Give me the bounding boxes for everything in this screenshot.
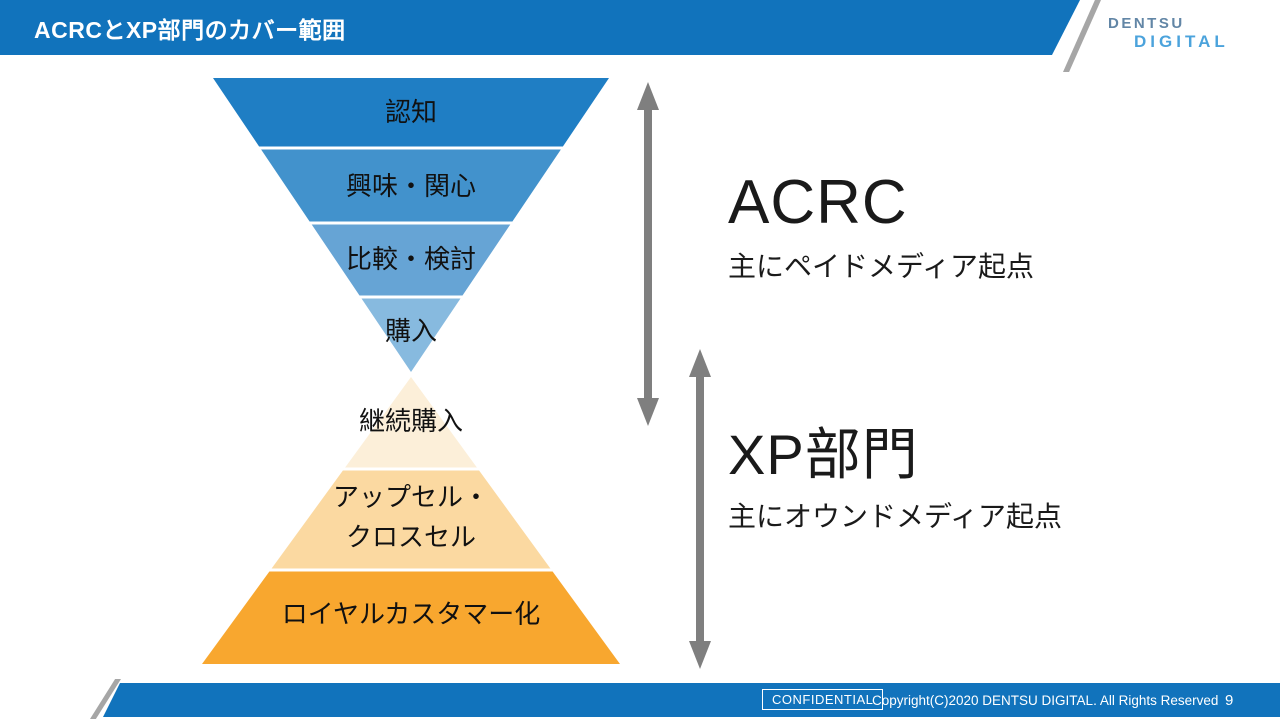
acrc-range-arrow: [637, 82, 659, 426]
dentsu-digital-logo: DENTSU DIGITAL: [1108, 16, 1229, 51]
xp-heading: XP部門: [728, 423, 919, 486]
copyright-text: Copyright(C)2020 DENTSU DIGITAL. All Rig…: [872, 692, 1219, 708]
pyramid-label-loyal-customer: ロイヤルカスタマー化: [281, 599, 541, 629]
header-bar: [0, 0, 1080, 55]
funnel-label-purchase: 購入: [384, 316, 438, 346]
funnel-segment-awareness: [213, 78, 609, 147]
confidential-badge: CONFIDENTIAL: [762, 689, 884, 710]
funnel-label-interest: 興味・関心: [345, 171, 477, 201]
pyramid-label-upsell: アップセル・ クロスセル: [332, 482, 490, 552]
xp-range-arrow: [689, 349, 711, 669]
acrc-heading: ACRC: [728, 168, 908, 237]
page-number: 9: [1225, 691, 1234, 709]
pyramid-segment-repeat-purchase: [345, 377, 477, 468]
footer-bar: CONFIDENTIAL Copyright(C)2020 DENTSU DIG…: [103, 683, 1280, 717]
pyramid-segment-loyal-customer: [202, 571, 620, 664]
funnel-segment-interest: [261, 149, 561, 222]
pyramid-segment-upsell: [271, 470, 551, 569]
acrc-subheading: 主にペイドメディア起点: [728, 251, 1035, 283]
pyramid-label-repeat-purchase: 継続購入: [358, 406, 464, 436]
funnel-segment-purchase: [361, 298, 461, 372]
slide-title: ACRCとXP部門のカバー範囲: [34, 16, 346, 43]
xp-subheading: 主にオウンドメディア起点: [728, 500, 1063, 532]
logo-digital-text: DIGITAL: [1134, 31, 1229, 51]
funnel-segment-comparison: [311, 224, 511, 296]
funnel-label-awareness: 認知: [384, 97, 438, 127]
logo-dentsu-text: DENTSU: [1108, 15, 1185, 32]
xp-annotation: XP部門 主にオウンドメディア起点: [728, 423, 1063, 535]
funnel-label-comparison: 比較・検討: [345, 244, 477, 274]
acrc-annotation: ACRC 主にペイドメディア起点: [728, 168, 1034, 285]
funnel-pyramid-diagram: [202, 78, 620, 664]
